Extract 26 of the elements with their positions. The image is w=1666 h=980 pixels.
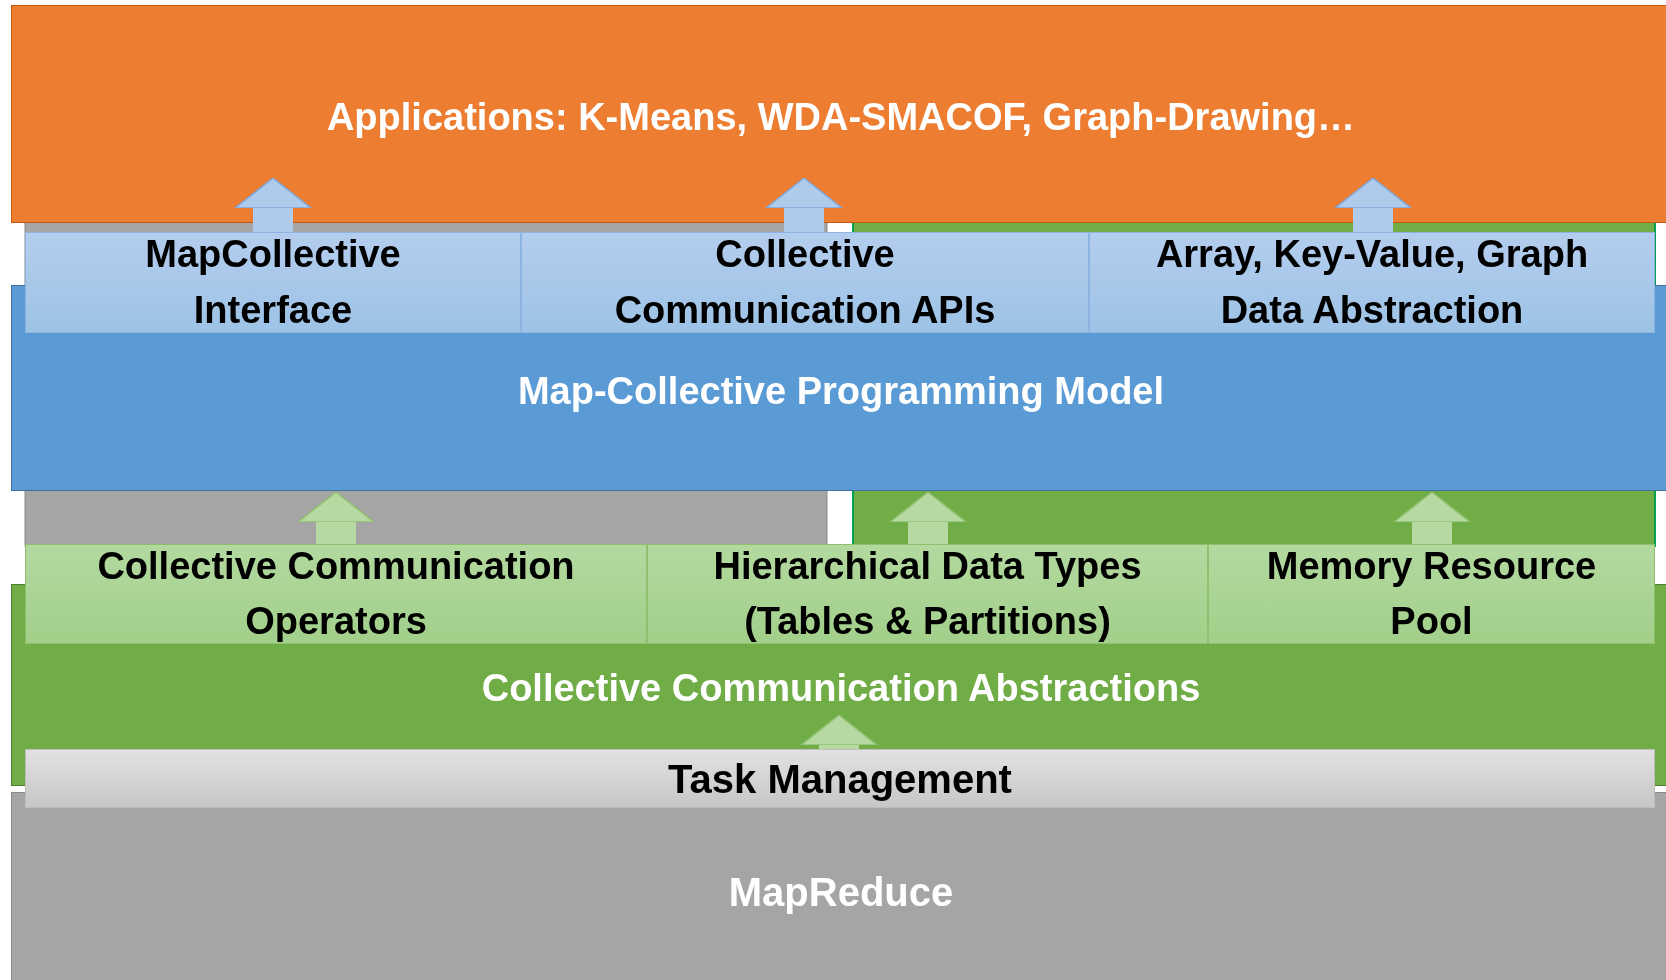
layer-label: Applications: K-Means, WDA-SMACOF, Graph-Drawing… — [326, 95, 1356, 140]
layer-label: Task Management — [668, 755, 1012, 803]
layer-label: Collective Communication Abstractions — [481, 666, 1201, 711]
layer-label: Map-Collective Programming Model — [517, 369, 1165, 414]
component-box — [647, 544, 1208, 644]
layer-label: Memory Resource Pool — [1265, 543, 1598, 644]
component-box — [25, 749, 1655, 808]
block-arrow — [1334, 177, 1412, 232]
block-arrow — [1393, 491, 1471, 544]
component-box — [521, 232, 1089, 333]
component-box — [25, 544, 647, 644]
block-arrow — [234, 177, 312, 232]
component-box — [1089, 232, 1655, 333]
block-arrow — [297, 491, 375, 544]
layer-label: MapReduce — [728, 869, 954, 916]
layer-label: MapCollective Interface — [144, 232, 402, 333]
block-arrow — [889, 491, 967, 544]
layer-label: Collective Communication Operators — [96, 543, 576, 644]
block-arrow — [800, 714, 878, 749]
layer-label: Collective Communication APIs — [613, 232, 997, 333]
component-box — [1208, 544, 1655, 644]
layer-label: Hierarchical Data Types (Tables & Partitions) — [712, 543, 1143, 644]
layer-label: Array, Key-Value, Graph Data Abstraction — [1154, 232, 1590, 333]
component-box — [25, 232, 521, 333]
block-arrow — [765, 177, 843, 232]
layer-box — [11, 5, 1666, 223]
